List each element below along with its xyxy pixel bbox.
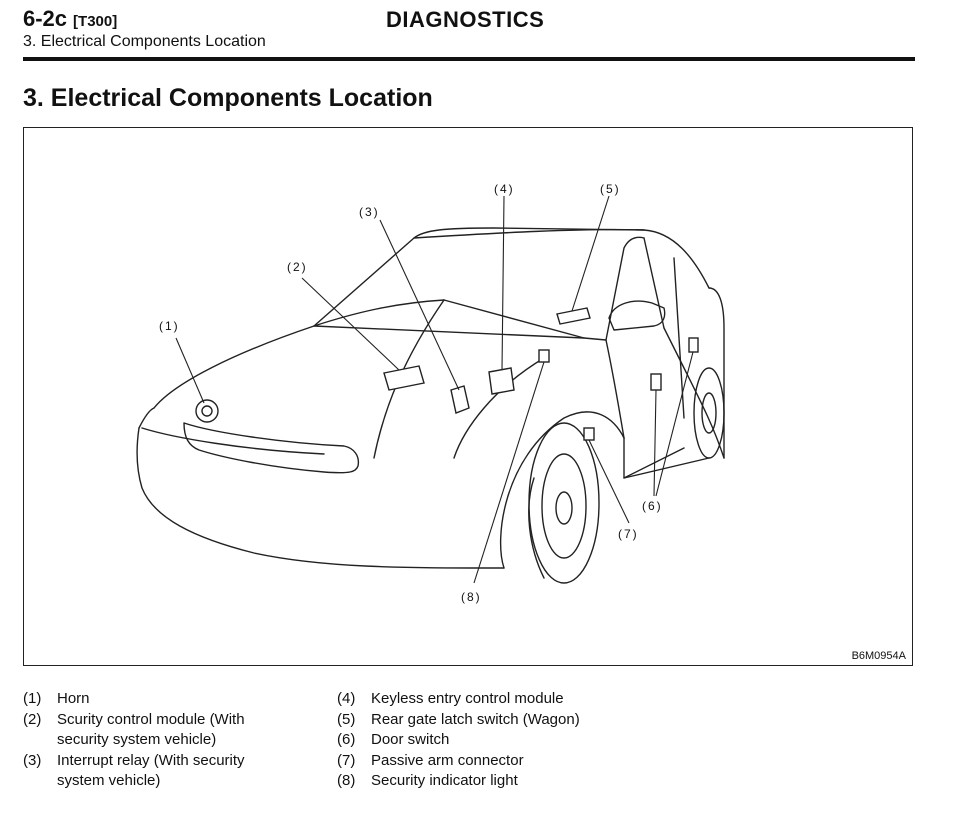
legend-number: (8) <box>337 772 356 789</box>
legend-item: (1) Horn <box>23 689 323 710</box>
legend-text: Rear gate latch switch (Wagon) <box>371 710 580 728</box>
legend-number: (1) <box>23 690 42 707</box>
legend-item: (8) Security indicator light <box>337 771 757 792</box>
section-title: 3. Electrical Components Location <box>23 84 433 112</box>
header-rule <box>23 57 915 61</box>
model-tag: [T300] <box>73 13 118 30</box>
legend-item: (7) Passive arm connector <box>337 751 757 772</box>
legend-number: (6) <box>337 731 356 748</box>
callout-1: (1) <box>159 319 180 333</box>
callout-6: (6) <box>642 499 663 513</box>
callout-2: (2) <box>287 260 308 274</box>
legend-text: Door switch <box>371 731 450 748</box>
callout-8: (8) <box>461 590 482 604</box>
callout-4: (4) <box>494 182 515 196</box>
legend-right: (4) Keyless entry control module (5) Rea… <box>337 689 757 792</box>
callout-3: (3) <box>359 205 380 219</box>
legend-item: (5) Rear gate latch switch (Wagon) <box>337 710 757 731</box>
legend-number: (7) <box>337 751 356 769</box>
legend-item: (3) Interrupt relay (With security syste… <box>23 751 323 792</box>
legend-number: (5) <box>337 710 356 728</box>
page-code-number: 6-2c <box>23 6 68 31</box>
legend-text: Scurity control module (With security sy… <box>57 710 245 749</box>
legend-text: Passive arm connector <box>371 751 524 769</box>
page-code: 6-2c [T300] <box>23 6 117 32</box>
legend-item: (6) Door switch <box>337 730 757 751</box>
legend-text: Security indicator light <box>371 772 518 789</box>
component-location-figure: (1) (2) (3) (4) (5) (6) (7) (8) B6M0954A <box>23 127 913 666</box>
legend-number: (3) <box>23 751 42 769</box>
header-title: DIAGNOSTICS <box>386 7 545 32</box>
header-subtitle: 3. Electrical Components Location <box>23 33 266 50</box>
legend-text: Keyless entry control module <box>371 690 564 707</box>
legend-item: (4) Keyless entry control module <box>337 689 757 710</box>
car-illustration: (1) (2) (3) (4) (5) (6) (7) (8) <box>136 182 725 604</box>
legend-left: (1) Horn (2) Scurity control module (Wit… <box>23 689 323 792</box>
legend-number: (2) <box>23 710 42 728</box>
figure-code: B6M0954A <box>851 650 906 662</box>
legend-number: (4) <box>337 690 356 707</box>
callout-7: (7) <box>618 527 639 541</box>
callout-5: (5) <box>600 182 621 196</box>
legend-text: Horn <box>57 690 90 707</box>
legend-text: Interrupt relay (With security system ve… <box>57 751 245 790</box>
legend-item: (2) Scurity control module (With securit… <box>23 710 323 751</box>
